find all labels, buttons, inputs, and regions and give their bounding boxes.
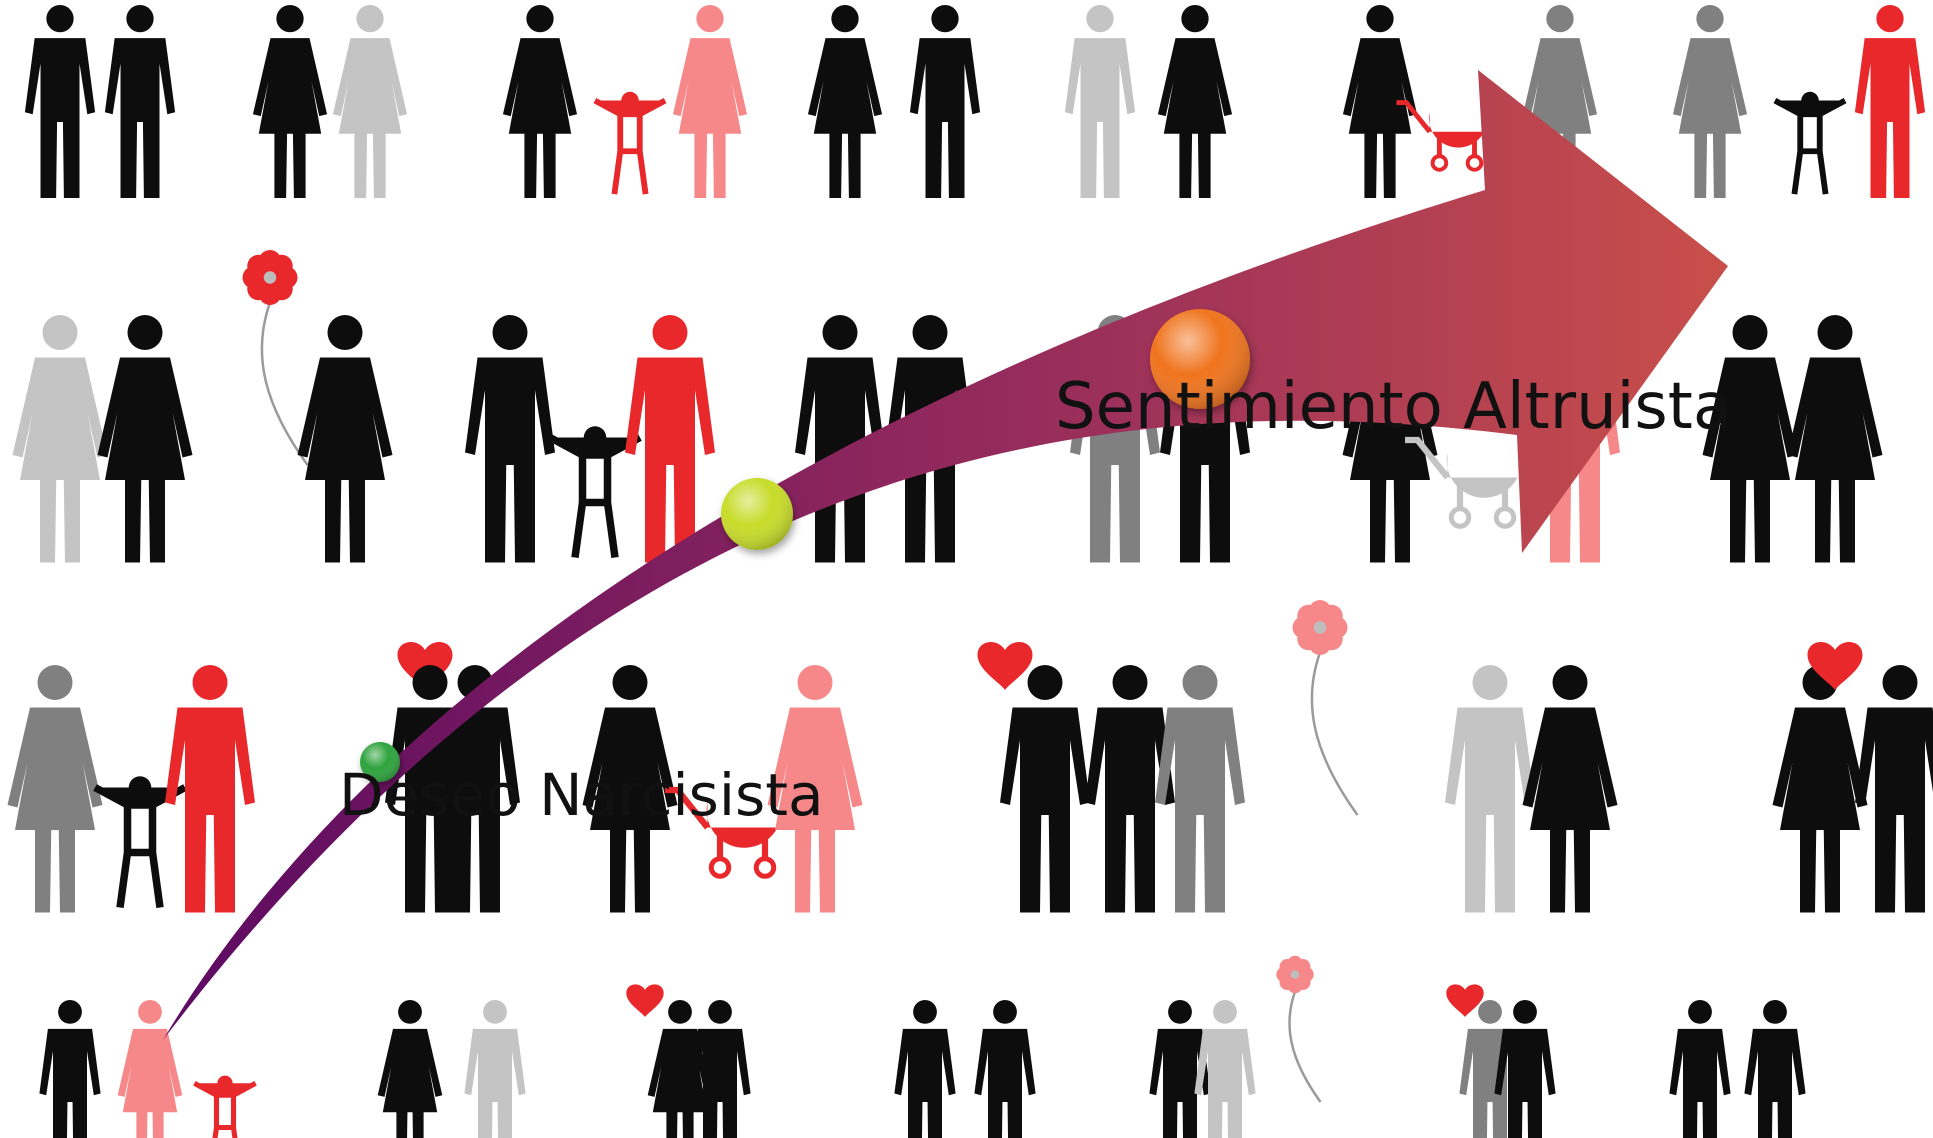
figure-man-icon bbox=[909, 5, 981, 199]
milestone-dots bbox=[360, 309, 1250, 782]
figure-woman-icon bbox=[767, 665, 863, 913]
figure-woman-icon bbox=[1787, 315, 1883, 563]
figure-child-icon bbox=[1773, 91, 1847, 195]
figure-flower-icon bbox=[1276, 955, 1322, 1103]
figure-man-icon bbox=[1744, 1000, 1806, 1138]
figure-heart-icon bbox=[1446, 984, 1484, 1017]
figure-flower-icon bbox=[242, 250, 309, 466]
figure-heart-icon bbox=[977, 641, 1033, 690]
end-label: Sentimiento Altruista bbox=[1055, 370, 1732, 444]
figure-woman-icon bbox=[502, 5, 578, 199]
figure-woman-icon bbox=[297, 315, 393, 563]
start-dot bbox=[360, 742, 400, 782]
figure-man-icon bbox=[464, 1000, 526, 1138]
figure-man-icon bbox=[165, 665, 255, 913]
figure-man-icon bbox=[894, 1000, 956, 1138]
figure-woman-icon bbox=[12, 315, 108, 563]
figure-heart-icon bbox=[626, 984, 664, 1017]
figure-woman-icon bbox=[1342, 5, 1418, 199]
figure-woman-icon bbox=[807, 5, 883, 199]
figure-stroller-icon bbox=[665, 786, 778, 879]
figure-woman-icon bbox=[332, 5, 408, 199]
figure-child-icon bbox=[593, 91, 667, 195]
figure-woman-icon bbox=[1772, 665, 1868, 913]
figure-woman-icon bbox=[582, 665, 678, 913]
figure-stroller-icon bbox=[1405, 436, 1518, 529]
end-dot bbox=[1150, 309, 1250, 409]
figure-woman-icon bbox=[1672, 5, 1748, 199]
figure-woman-icon bbox=[377, 1000, 443, 1138]
figure-man-icon bbox=[1194, 1000, 1256, 1138]
figure-man-icon bbox=[625, 315, 715, 563]
figure-man-icon bbox=[1064, 5, 1136, 199]
figure-stroller-icon bbox=[1396, 100, 1485, 172]
figure-woman-icon bbox=[1522, 5, 1598, 199]
figure-man-icon bbox=[1854, 5, 1926, 199]
figure-man-icon bbox=[1085, 665, 1175, 913]
figure-man-icon bbox=[1149, 1000, 1211, 1138]
middle-dot bbox=[721, 478, 793, 550]
figure-man-icon bbox=[689, 1000, 751, 1138]
figure-woman-icon bbox=[1157, 5, 1233, 199]
figure-man-icon bbox=[104, 5, 176, 199]
figure-heart-icon bbox=[1807, 641, 1863, 690]
figure-woman-icon bbox=[117, 1000, 183, 1138]
figure-man-icon bbox=[974, 1000, 1036, 1138]
figure-man-icon bbox=[1155, 665, 1245, 913]
figure-child-icon bbox=[193, 1075, 257, 1138]
figure-man-icon bbox=[1445, 665, 1535, 913]
figure-woman-icon bbox=[252, 5, 328, 199]
figure-child-icon bbox=[548, 426, 642, 559]
figure-woman-icon bbox=[1702, 315, 1798, 563]
figure-man-icon bbox=[1669, 1000, 1731, 1138]
figure-child-icon bbox=[93, 776, 187, 909]
figure-man-icon bbox=[39, 1000, 101, 1138]
figure-woman-icon bbox=[672, 5, 748, 199]
figure-woman-icon bbox=[647, 1000, 713, 1138]
figure-woman-icon bbox=[7, 665, 103, 913]
figure-woman-icon bbox=[97, 315, 193, 563]
figure-man-icon bbox=[1000, 665, 1090, 913]
curved-arrow-shape bbox=[163, 70, 1728, 1040]
progress-arrow bbox=[163, 70, 1728, 1040]
figure-man-icon bbox=[24, 5, 96, 199]
figure-man-icon bbox=[465, 315, 555, 563]
figure-flower-icon bbox=[1292, 600, 1359, 816]
start-label: Deseo Narcisista bbox=[339, 761, 824, 829]
figure-woman-icon bbox=[1522, 665, 1618, 913]
figure-man-icon bbox=[1494, 1000, 1556, 1138]
background-figures bbox=[7, 5, 1933, 1138]
figure-man-icon bbox=[1855, 665, 1933, 913]
